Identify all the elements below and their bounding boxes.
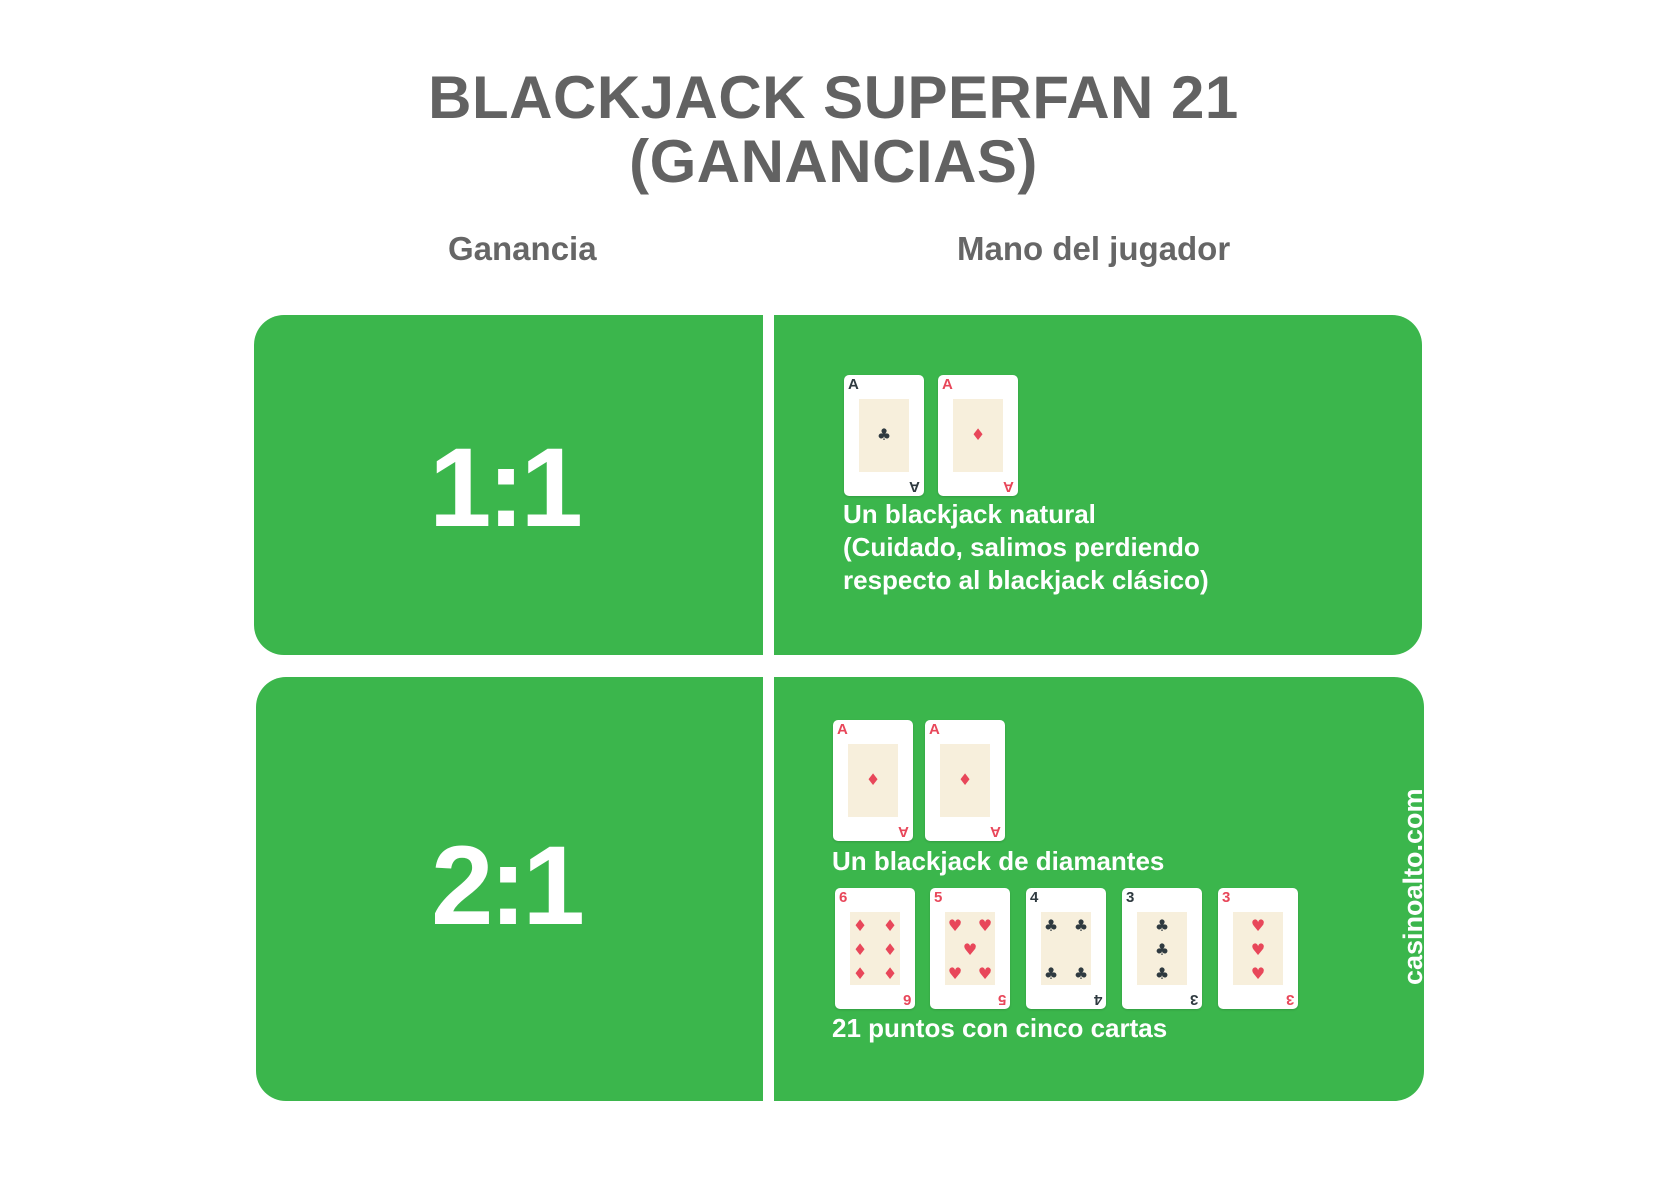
brand-watermark: casinoalto.com	[1398, 788, 1428, 985]
card-rank: 5	[997, 991, 1006, 1008]
heart-icon: ♥	[1250, 964, 1266, 983]
hand-description-five-card-21: 21 puntos con cinco cartas	[832, 1013, 1168, 1043]
diamond-icon: ♦	[957, 770, 973, 789]
heart-icon: ♥	[962, 940, 978, 959]
card-rank: A	[929, 721, 940, 738]
title-line-2: (GANANCIAS)	[629, 128, 1038, 195]
club-icon: ♣	[1073, 964, 1089, 983]
description-line: (Cuidado, salimos perdiendo	[843, 532, 1200, 562]
heart-icon: ♥	[977, 916, 993, 935]
card-rank: A	[898, 823, 909, 840]
diamond-icon: ♦	[865, 770, 881, 789]
playing-card-four-of-clubs: 4 4 ♣ ♣ ♣ ♣	[1026, 888, 1106, 1009]
title-line-1: BLACKJACK SUPERFAN 21	[428, 64, 1239, 131]
diamond-icon: ♦	[852, 940, 868, 959]
playing-card-ace-of-diamonds: A A ♦	[833, 720, 913, 841]
diamond-icon: ♦	[970, 425, 986, 444]
description-line: respecto al blackjack clásico)	[843, 565, 1209, 595]
heart-icon: ♥	[1250, 940, 1266, 959]
card-rank: A	[1003, 478, 1014, 495]
diamond-icon: ♦	[852, 916, 868, 935]
payout-ratio-row-2: 2:1	[431, 823, 585, 948]
playing-card-ace-of-diamonds: A A ♦	[925, 720, 1005, 841]
card-rank: 3	[1285, 991, 1294, 1008]
playing-card-three-of-hearts: 3 3 ♥ ♥ ♥	[1218, 888, 1298, 1009]
page-title: BLACKJACK SUPERFAN 21 (GANANCIAS)	[0, 66, 1667, 194]
club-icon: ♣	[1073, 916, 1089, 935]
card-rank: A	[909, 478, 920, 495]
card-rank: 4	[1093, 991, 1102, 1008]
card-rank: 3	[1222, 889, 1231, 906]
club-icon: ♣	[1154, 916, 1170, 935]
playing-card-ace-of-diamonds: A A ♦	[938, 375, 1018, 496]
club-icon: ♣	[1154, 940, 1170, 959]
playing-card-ace-of-clubs: A A ♣	[844, 375, 924, 496]
playing-card-three-of-clubs: 3 3 ♣ ♣ ♣	[1122, 888, 1202, 1009]
hand-description-diamond-blackjack: Un blackjack de diamantes	[832, 846, 1165, 876]
playing-card-six-of-diamonds: 6 6 ♦ ♦ ♦ ♦ ♦ ♦	[835, 888, 915, 1009]
payout-panel-row-1	[254, 315, 763, 655]
payout-panel-row-2	[256, 677, 763, 1101]
card-rank: 3	[1189, 991, 1198, 1008]
diamond-icon: ♦	[852, 964, 868, 983]
card-rank: 3	[1126, 889, 1135, 906]
card-rank: 6	[839, 889, 848, 906]
card-rank: A	[942, 376, 953, 393]
diamond-icon: ♦	[882, 940, 898, 959]
playing-card-five-of-hearts: 5 5 ♥ ♥ ♥ ♥ ♥	[930, 888, 1010, 1009]
payout-ratio-row-1: 1:1	[429, 425, 583, 550]
club-icon: ♣	[1043, 916, 1059, 935]
heart-icon: ♥	[977, 964, 993, 983]
payout-column-header: Ganancia	[448, 230, 597, 267]
card-rank: 6	[902, 991, 911, 1008]
club-icon: ♣	[1043, 964, 1059, 983]
hand-description-row-1: Un blackjack natural (Cuidado, salimos p…	[843, 498, 1209, 597]
diamond-icon: ♦	[882, 916, 898, 935]
card-rank: 4	[1030, 889, 1039, 906]
club-icon: ♣	[876, 425, 892, 444]
hand-column-header: Mano del jugador	[957, 230, 1231, 267]
card-rank: 5	[934, 889, 943, 906]
club-icon: ♣	[1154, 964, 1170, 983]
heart-icon: ♥	[947, 964, 963, 983]
heart-icon: ♥	[1250, 916, 1266, 935]
card-rank: A	[848, 376, 859, 393]
card-rank: A	[837, 721, 848, 738]
heart-icon: ♥	[947, 916, 963, 935]
diamond-icon: ♦	[882, 964, 898, 983]
description-line: Un blackjack natural	[843, 499, 1096, 529]
card-rank: A	[990, 823, 1001, 840]
